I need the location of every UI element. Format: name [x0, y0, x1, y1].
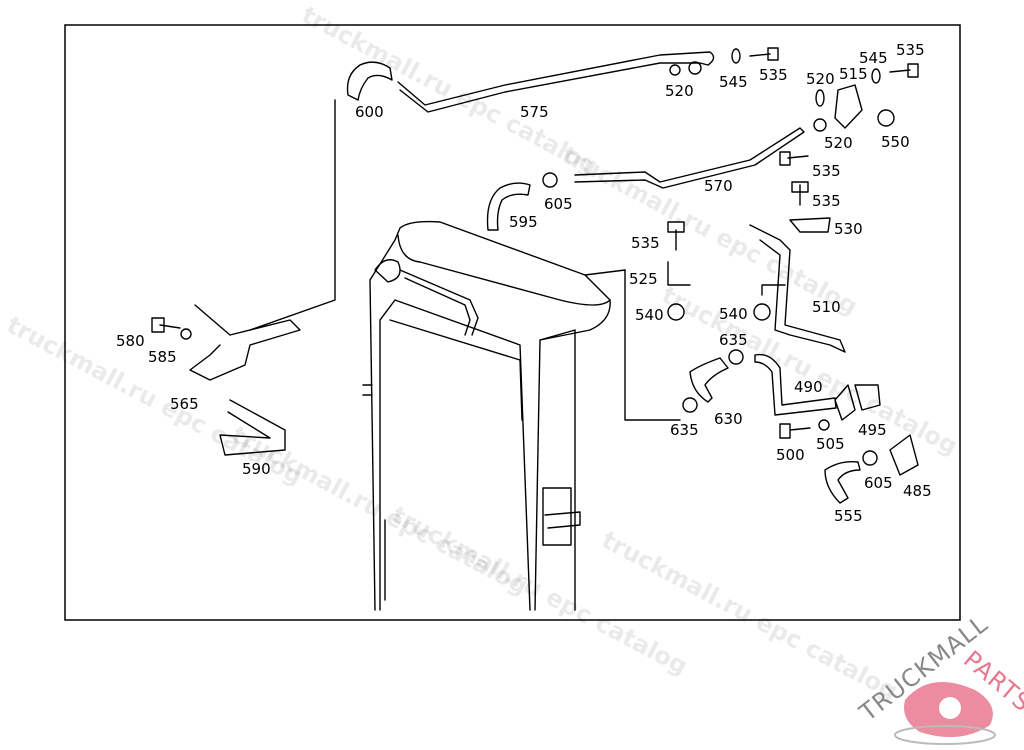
callout-535: 535 [812, 162, 841, 180]
callout-595: 595 [509, 213, 538, 231]
callout-530: 530 [834, 220, 863, 238]
diagram-frame [64, 24, 961, 621]
callout-515: 515 [839, 65, 868, 83]
callout-540: 540 [719, 305, 748, 323]
callout-570: 570 [704, 177, 733, 195]
callout-525: 525 [629, 270, 658, 288]
callout-575: 575 [520, 103, 549, 121]
callout-550: 550 [881, 133, 910, 151]
callout-635: 635 [670, 421, 699, 439]
callout-520: 520 [665, 82, 694, 100]
callout-605: 605 [544, 195, 573, 213]
callout-555: 555 [834, 507, 863, 525]
callout-585: 585 [148, 348, 177, 366]
radiator [362, 220, 626, 611]
callout-520: 520 [824, 134, 853, 152]
callout-590: 590 [242, 460, 271, 478]
callout-600: 600 [355, 103, 384, 121]
callout-535: 535 [812, 192, 841, 210]
callout-565: 565 [170, 395, 199, 413]
callout-485: 485 [903, 482, 932, 500]
watermark-text: truckmall.ru epc catalog [657, 281, 962, 461]
truckmall-logo: TRUCKMALL PARTS [854, 610, 1024, 745]
callout-545: 545 [719, 73, 748, 91]
callout-605: 605 [864, 474, 893, 492]
callout-535: 535 [896, 41, 925, 59]
callout-535: 535 [759, 66, 788, 84]
callout-490: 490 [794, 378, 823, 396]
callout-510: 510 [812, 298, 841, 316]
callout-545: 545 [859, 49, 888, 67]
callout-500: 500 [776, 446, 805, 464]
callout-505: 505 [816, 435, 845, 453]
callout-540: 540 [635, 306, 664, 324]
fasteners [151, 47, 919, 476]
watermark-text: truckmall.ru epc catalog [597, 526, 902, 706]
callout-635: 635 [719, 331, 748, 349]
watermark-text: truckmall.ru epc catalog [297, 1, 602, 181]
hoses-and-pipes [189, 51, 861, 504]
callout-520: 520 [806, 70, 835, 88]
callout-630: 630 [714, 410, 743, 428]
watermark-text: truckmall.ru epc catalog [387, 501, 692, 681]
callout-580: 580 [116, 332, 145, 350]
callout-535: 535 [631, 234, 660, 252]
callout-495: 495 [858, 421, 887, 439]
